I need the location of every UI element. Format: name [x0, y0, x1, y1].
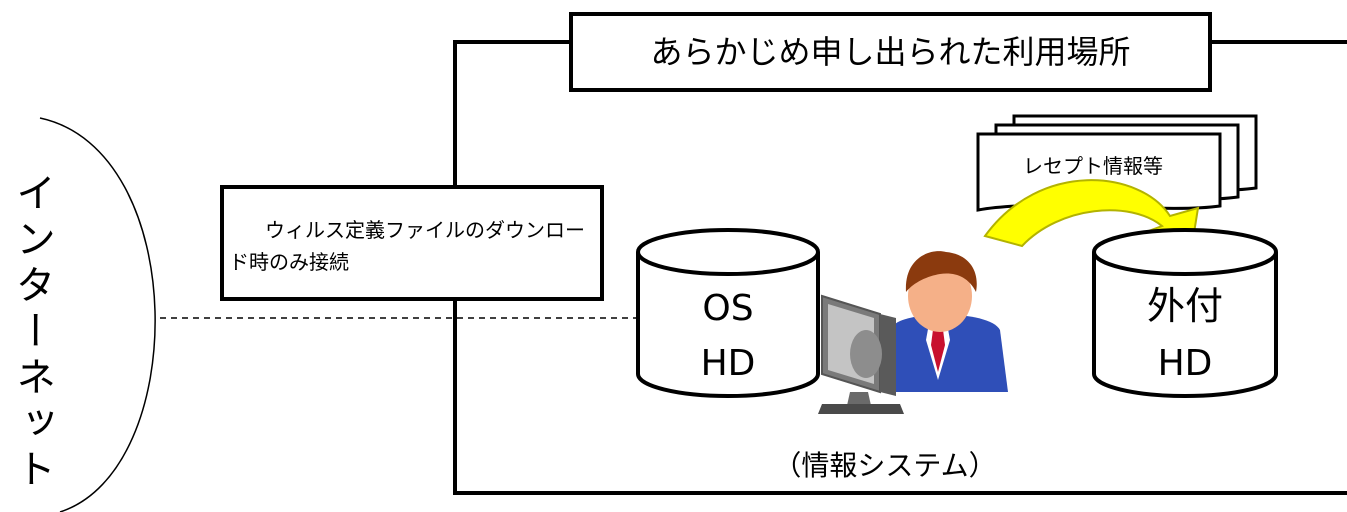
curved-arrow-icon — [983, 179, 1200, 260]
disk-cylinder-icon — [636, 228, 820, 398]
location-title-box — [569, 12, 1212, 92]
receipt-info-label: レセプト情報等 — [1023, 154, 1163, 178]
user-at-computer-icon — [818, 251, 1008, 414]
internet-boundary-curve — [39, 117, 156, 512]
external-disk-label-line1: 外付 — [1146, 284, 1223, 328]
os-disk-label-line1: OS — [702, 288, 754, 329]
disk-cylinder-icon — [1092, 228, 1278, 398]
document-stack-icon — [976, 114, 1258, 212]
internet-label: インターネット — [9, 172, 55, 494]
location-title: あらかじめ申し出られた利用場所 — [650, 33, 1131, 71]
virus-note-box — [220, 185, 604, 301]
virus-definition-note: ウィルス定義ファイルのダウンロード時のみ接続 — [229, 218, 585, 274]
os-disk-label-line2: HD — [700, 343, 756, 384]
external-disk-label-line2: HD — [1157, 343, 1213, 384]
information-system-label: （情報システム） — [773, 449, 997, 482]
